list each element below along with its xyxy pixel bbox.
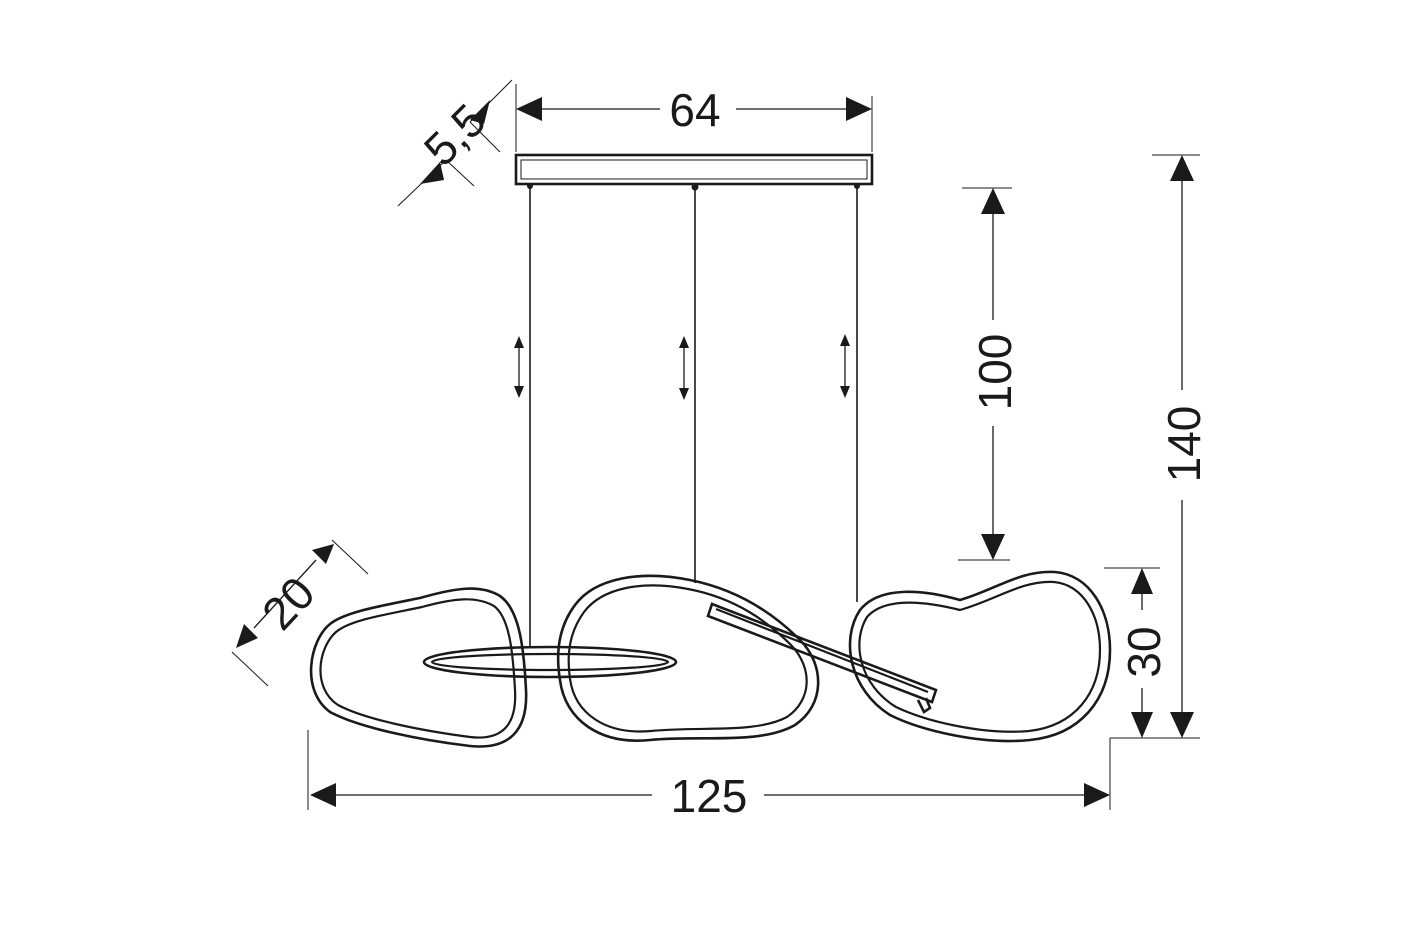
dimension-canopy-depth: 5,5 [397, 79, 513, 207]
right-ring [848, 570, 1112, 743]
fixture-height-label: 30 [1118, 626, 1170, 677]
fixture-depth-label: 20 [252, 567, 325, 640]
adjust-arrow-middle [679, 336, 689, 400]
adjustable-height-markers [514, 334, 850, 400]
dimension-canopy-width: 64 [515, 84, 873, 152]
middle-ring [556, 574, 820, 742]
connecting-bar [706, 602, 938, 714]
total-height-label: 140 [1158, 406, 1210, 483]
adjust-arrow-right [840, 334, 850, 398]
canopy-depth-label: 5,5 [414, 94, 496, 176]
oval-ring [422, 645, 678, 679]
ceiling-canopy [514, 153, 874, 186]
dimension-total-width: 125 [307, 730, 1111, 822]
adjust-arrow-left [514, 336, 524, 398]
dimension-total-height: 140 [1110, 154, 1210, 739]
canopy-width-label: 64 [669, 84, 720, 136]
dimension-cable-length: 100 [958, 187, 1021, 561]
cable-length-label: 100 [969, 334, 1021, 411]
suspension-wires [527, 183, 860, 648]
total-width-label: 125 [671, 770, 748, 822]
left-ring [309, 587, 528, 748]
dimension-fixture-depth: 20 [231, 539, 369, 687]
dimension-fixture-height: 30 [1104, 567, 1170, 738]
